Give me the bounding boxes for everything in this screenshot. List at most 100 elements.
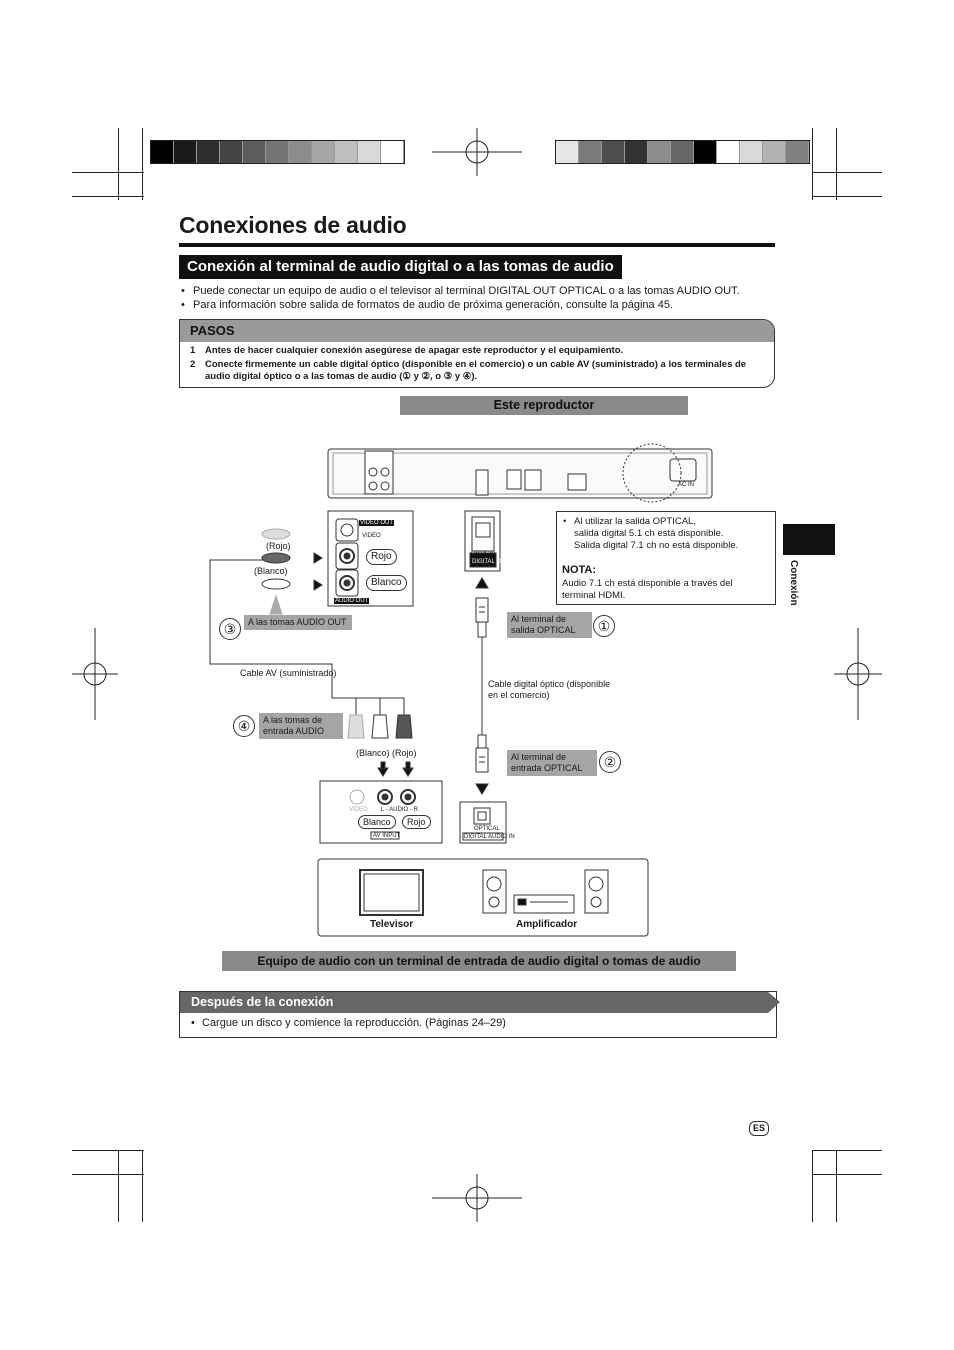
color-swatch (717, 141, 740, 163)
crop-mark (72, 196, 144, 197)
video-out-label: VIDEO OUT (359, 520, 395, 526)
color-swatch (197, 141, 220, 163)
optical-label: OPTICAL (471, 551, 497, 557)
after-connection-heading: Después de la conexión (180, 992, 780, 1013)
section-tab (783, 524, 835, 555)
color-swatch (763, 141, 786, 163)
color-swatch (694, 141, 717, 163)
crop-mark (118, 128, 119, 200)
section-heading: Conexión al terminal de audio digital o … (179, 255, 622, 279)
marker-four: ④ (233, 715, 255, 737)
crop-mark (812, 1174, 882, 1175)
audio-out-label: AUDIO OUT (334, 598, 370, 604)
tv-audio-label: L - AUDIO - R (381, 807, 418, 813)
crop-mark (812, 128, 813, 200)
to-optical-in-label: Al terminal de entrada OPTICAL (507, 750, 597, 776)
step-item: 2 Conecte firmemente un cable digital óp… (190, 359, 765, 383)
color-swatch (289, 141, 312, 163)
step-number: 2 (190, 359, 196, 370)
color-bar-right (555, 140, 810, 164)
to-audio-in-label: A las tomas de entrada AUDIO (259, 713, 343, 739)
amplifier-illustration (513, 894, 575, 914)
rca-plug-group-top (261, 528, 291, 590)
crop-mark (72, 1174, 144, 1175)
color-swatch (786, 141, 809, 163)
step-number: 1 (190, 345, 196, 356)
rca-plug-group-bottom (347, 714, 413, 739)
optical-cable-label: Cable digital óptico (disponible en el c… (488, 679, 611, 700)
color-swatch (648, 141, 671, 163)
crop-mark (812, 1150, 882, 1151)
color-swatch (220, 141, 243, 163)
video-label: VIDEO (362, 533, 381, 539)
color-swatch (671, 141, 694, 163)
note-heading: NOTA: (562, 564, 597, 576)
color-swatch (625, 141, 648, 163)
section-tab-label: Conexión (788, 560, 799, 606)
crop-mark (836, 1150, 837, 1222)
color-bar-left (150, 140, 405, 164)
cable-av-label: Cable AV (suministrado) (240, 668, 337, 678)
blanco-caption: (Blanco) (254, 566, 288, 576)
to-audio-out-label: A las tomas AUDIO OUT (244, 615, 352, 630)
steps-box: PASOS 1 Antes de hacer cualquier conexió… (179, 319, 775, 388)
to-optical-out-label: Al terminal de salida OPTICAL (507, 612, 592, 638)
color-swatch (174, 141, 197, 163)
step-text: Antes de hacer cualquier conexión asegúr… (205, 345, 624, 356)
optical-port-small (475, 469, 489, 496)
crop-mark (142, 1150, 143, 1222)
tv-label: Televisor (370, 919, 414, 930)
color-swatch (151, 141, 174, 163)
crop-mark (72, 172, 144, 173)
color-swatch (312, 141, 335, 163)
intro-bullets: Puede conectar un equipo de audio o el t… (179, 284, 775, 312)
color-swatch (556, 141, 579, 163)
tv-rojo-label: Rojo (402, 815, 431, 829)
crop-mark (812, 1150, 813, 1222)
av-input-label: AV INPUT (373, 833, 401, 839)
marker-one: ① (593, 615, 615, 637)
crop-mark (118, 1150, 119, 1222)
tv-blanco-label: Blanco (358, 815, 396, 829)
note-bullet-text: Al utilizar la salida OPTICAL, salida di… (574, 516, 739, 551)
crop-mark (72, 1150, 144, 1151)
after-connection-box: Después de la conexión Cargue un disco y… (179, 991, 780, 1038)
steps-header: PASOS (180, 320, 774, 342)
bullet-item: Puede conectar un equipo de audio o el t… (179, 284, 775, 298)
note-bullet-icon: • (563, 516, 567, 527)
crop-mark (812, 196, 882, 197)
av-cable (209, 559, 405, 715)
color-swatch (358, 141, 381, 163)
crop-mark (142, 128, 143, 200)
rojo-label: Rojo (366, 549, 397, 565)
title-rule (179, 243, 775, 247)
color-swatch (579, 141, 602, 163)
bullet-item: Para información sobre salida de formato… (179, 298, 775, 312)
note-box: • Al utilizar la salida OPTICAL, salida … (556, 511, 776, 605)
color-swatch (335, 141, 358, 163)
rojo-caption: (Rojo) (266, 541, 291, 551)
after-connection-item: Cargue un disco y comience la reproducci… (191, 1017, 506, 1029)
color-swatch (381, 141, 404, 163)
marker-two: ② (599, 751, 621, 773)
language-badge: ES (749, 1121, 769, 1136)
step-text: Conecte firmemente un cable digital ópti… (205, 359, 747, 382)
color-swatch (243, 141, 266, 163)
player-label: Este reproductor (400, 396, 688, 415)
color-swatch (602, 141, 625, 163)
step-item: 1 Antes de hacer cualquier conexión aseg… (190, 345, 765, 357)
page-title: Conexiones de audio (179, 212, 407, 238)
amp-label: Amplificador (516, 919, 578, 930)
digital-out-label: DIGITAL OUT (472, 559, 510, 565)
devices-caption: Equipo de audio con un terminal de entra… (222, 951, 736, 971)
blanco-rojo-caption: (Blanco) (Rojo) (356, 748, 417, 758)
color-swatch (740, 141, 763, 163)
crop-mark (836, 128, 837, 200)
amp-optical-label: OPTICAL (474, 826, 500, 832)
ac-in-label: AC IN (678, 482, 695, 488)
steps-heading: PASOS (190, 323, 235, 338)
crop-mark (812, 172, 882, 173)
blanco-label: Blanco (366, 575, 407, 591)
